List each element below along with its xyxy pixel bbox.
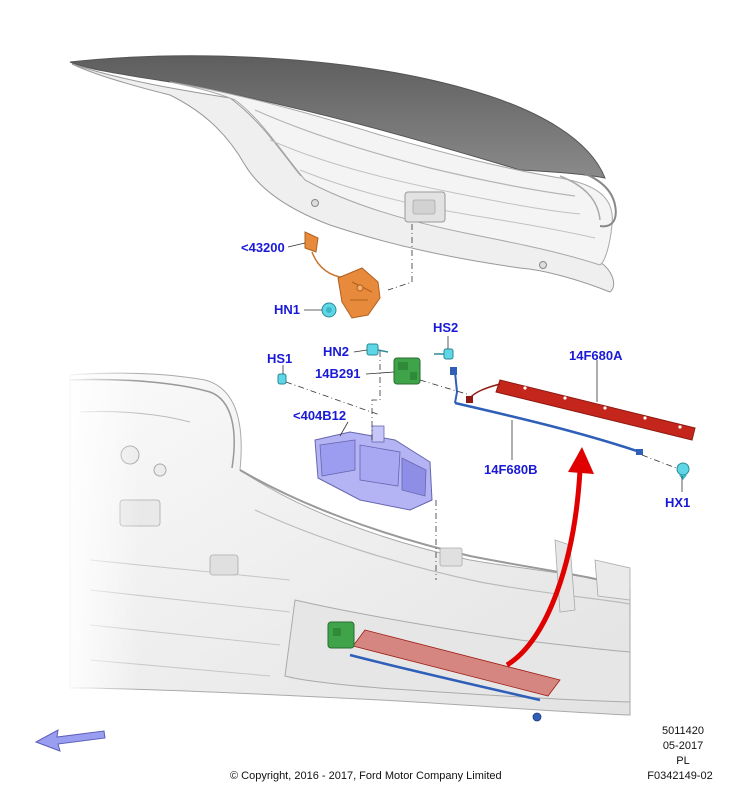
callout-labels: <43200 HN1 HS2 HN2 14B291 14F680A HS1 <4… [241,240,690,510]
assembly-lines [285,224,677,580]
part-number: 5011420 [661,725,704,737]
leader-lines [282,242,683,492]
callout-hn1: HN1 [274,302,300,317]
callout-hs1: HS1 [267,351,292,366]
fastener-hn1 [321,302,337,318]
fastener-hx1 [676,462,690,480]
rear-body-structure [60,370,631,722]
control-module-14b291 [393,357,421,385]
callout-14f680b: 14F680B [484,462,537,477]
fastener-hs2 [434,348,454,360]
language-code: PL [676,755,690,767]
installation-motion-arrow [505,447,594,668]
fastener-hn2 [366,343,389,356]
callout-404b12: <404B12 [293,408,346,423]
installed-led-strip [352,629,561,697]
callout-14f680a: 14F680A [569,348,623,363]
latch-actuator [314,425,433,511]
copyright-notice: © Copyright, 2016 - 2017, Ford Motor Com… [230,770,502,782]
callout-hx1: HX1 [665,495,690,510]
revision-date: 05-2017 [662,740,704,752]
installed-module [327,621,355,649]
wiring-harness-14f680b [450,367,643,455]
led-strip-14f680a [466,379,696,441]
callout-14b291: 14B291 [315,366,361,381]
callout-43200: <43200 [241,240,285,255]
callout-hn2: HN2 [323,344,349,359]
fastener-hs1 [277,373,287,385]
installed-harness [349,653,541,702]
vehicle-forward-arrow [34,729,106,752]
callout-hs2: HS2 [433,320,458,335]
lid-latch-bracket [304,231,381,319]
figure-id: F0342149-02 [647,770,713,782]
trunk-lid [69,55,617,293]
